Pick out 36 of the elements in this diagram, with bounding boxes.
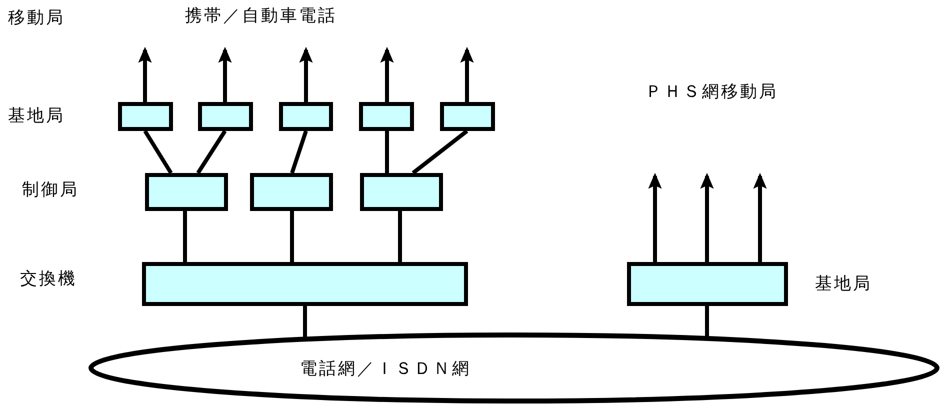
station-box bbox=[198, 102, 253, 131]
arrow bbox=[380, 46, 394, 102]
row-label: ＰＨＳ網移動局 bbox=[645, 81, 778, 103]
row-label: 携帯／自動車電話 bbox=[185, 5, 337, 27]
connector-line bbox=[385, 131, 389, 173]
station-box bbox=[145, 173, 228, 211]
row-label: 基地局 bbox=[815, 273, 872, 295]
connector-line bbox=[196, 130, 227, 174]
arrow bbox=[138, 46, 152, 102]
connector-line bbox=[183, 211, 187, 262]
station-box bbox=[359, 102, 414, 131]
connector-line bbox=[143, 130, 173, 174]
arrow bbox=[218, 46, 232, 102]
station-box bbox=[142, 262, 468, 306]
row-label: 基地局 bbox=[8, 105, 65, 127]
arrow bbox=[700, 172, 714, 262]
arrow bbox=[648, 172, 662, 262]
row-label: 交換機 bbox=[20, 268, 77, 290]
connector-line bbox=[290, 130, 308, 174]
arrow bbox=[299, 46, 313, 102]
station-box bbox=[440, 102, 495, 131]
connector-line bbox=[303, 306, 307, 339]
connector-line bbox=[398, 211, 402, 262]
row-label: 制御局 bbox=[22, 179, 79, 201]
arrow bbox=[753, 172, 767, 262]
network-label: 電話網／ＩＳＤＮ網 bbox=[300, 358, 471, 380]
station-box bbox=[627, 262, 788, 306]
station-box bbox=[250, 173, 333, 211]
arrow bbox=[460, 46, 474, 102]
connector-line bbox=[290, 211, 294, 262]
station-box bbox=[118, 102, 173, 131]
connector-line bbox=[705, 306, 709, 338]
station-box bbox=[279, 102, 333, 131]
station-box bbox=[360, 173, 443, 211]
row-label: 移動局 bbox=[8, 7, 65, 29]
connector-line bbox=[412, 129, 468, 175]
